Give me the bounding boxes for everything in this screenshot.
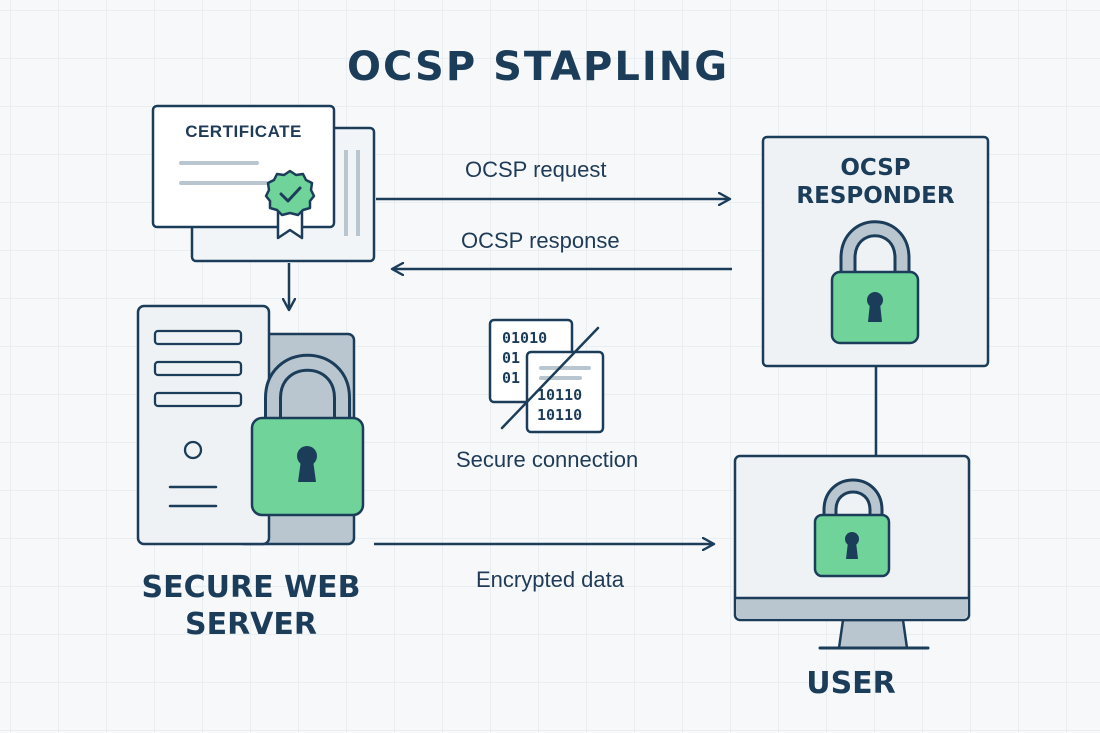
responder-lock-icon bbox=[830, 220, 920, 345]
user-lock-icon bbox=[813, 478, 891, 578]
binary-top-row-3: 01 bbox=[502, 369, 520, 387]
binary-bottom-row-1: 10110 bbox=[537, 386, 582, 404]
binary-top-row-2: 01 bbox=[502, 349, 520, 367]
certificate-label: CERTIFICATE bbox=[185, 122, 302, 141]
server-lock-icon bbox=[250, 353, 365, 517]
ocsp-response-label: OCSP response bbox=[461, 228, 620, 253]
diagram-title: OCSP STAPLING bbox=[346, 44, 730, 90]
binary-top-row-1: 01010 bbox=[502, 329, 547, 347]
server-heading-line-1: SECURE WEB bbox=[141, 570, 361, 605]
encrypted-data-label: Encrypted data bbox=[476, 567, 624, 592]
server-heading: SECURE WEB SERVER bbox=[130, 570, 372, 643]
responder-heading-line-1: OCSP bbox=[840, 155, 911, 181]
user-heading: USER bbox=[806, 666, 896, 701]
responder-heading: OCSP RESPONDER bbox=[765, 154, 986, 210]
responder-heading-line-2: RESPONDER bbox=[796, 183, 955, 210]
binary-bottom-row-2: 10110 bbox=[537, 406, 582, 424]
secure-connection-icon: 01010 01 01 10110 10110 bbox=[488, 318, 605, 434]
server-heading-line-2: SERVER bbox=[184, 606, 317, 642]
secure-connection-label: Secure connection bbox=[456, 447, 639, 472]
ocsp-request-label: OCSP request bbox=[465, 157, 607, 182]
certificate-icon bbox=[151, 104, 376, 263]
